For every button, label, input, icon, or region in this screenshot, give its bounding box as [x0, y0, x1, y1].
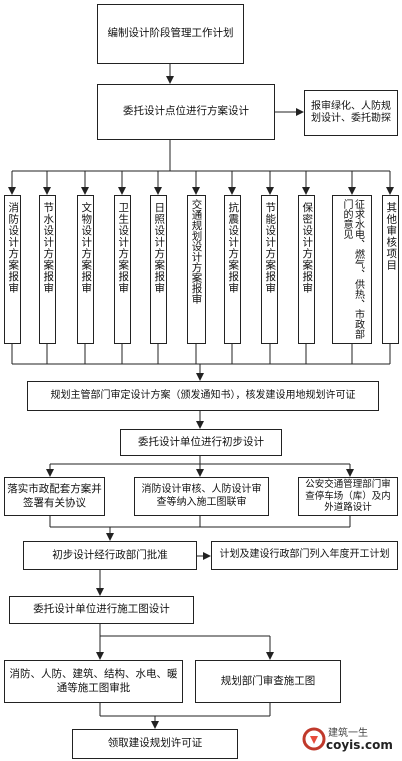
node-planning-approval: 规划主管部门审定设计方案（颁发通知书），核发建设用地规划许可证 [27, 381, 379, 411]
node-review-heritage: 文物设计方案报审 [77, 195, 94, 344]
node-municipal-fee: 落实市政配套方案并签署有关协议 [4, 477, 105, 516]
node-fire-civil-review: 消防设计审核、人防设计审查等纳入施工图联审 [134, 477, 269, 516]
node-review-fire: 消防设计方案报审 [4, 195, 21, 344]
node-planning-review: 规划部门审查施工图 [195, 660, 341, 703]
node-review-security: 保密设计方案报审 [298, 195, 315, 344]
node-commission-scheme: 委托设计点位进行方案设计 [97, 84, 275, 140]
node-preliminary-approval: 初步设计经行政部门批准 [23, 541, 197, 570]
node-compile-plan: 编制设计阶段管理工作计划 [97, 4, 244, 64]
node-review-other: 其他审核项目 [382, 195, 399, 344]
node-review-traffic-planning: 交通规划设计方案报审 [187, 195, 206, 344]
watermark-url: coyis.com [326, 738, 393, 752]
node-obtain-permit: 领取建设规划许可证 [72, 729, 238, 759]
node-report-greening: 报审绿化、人防规划设计、委托勘探 [304, 90, 398, 136]
node-review-energy: 节能设计方案报审 [261, 195, 278, 344]
node-review-utilities: 征求水电、燃气、供热、市政部门的意见 [332, 195, 372, 344]
node-review-seismic: 抗震设计方案报审 [224, 195, 241, 344]
node-commission-preliminary: 委托设计单位进行初步设计 [120, 429, 282, 456]
node-review-health: 卫生设计方案报审 [114, 195, 131, 344]
node-commission-construction: 委托设计单位进行施工图设计 [9, 596, 194, 624]
node-review-sunlight: 日照设计方案报审 [150, 195, 167, 344]
node-review-water-saving: 节水设计方案报审 [39, 195, 56, 344]
node-construction-review: 消防、人防、建筑、结构、水电、暖通等施工图审批 [4, 660, 183, 703]
node-traffic-review: 公安交通管理部门审查停车场（库）及内外道路设计 [298, 477, 398, 516]
watermark-title: 建筑一生 [328, 728, 368, 739]
node-annual-plan: 计划及建设行政部门列入年度开工计划 [211, 541, 398, 570]
watermark-logo-icon [302, 727, 326, 751]
